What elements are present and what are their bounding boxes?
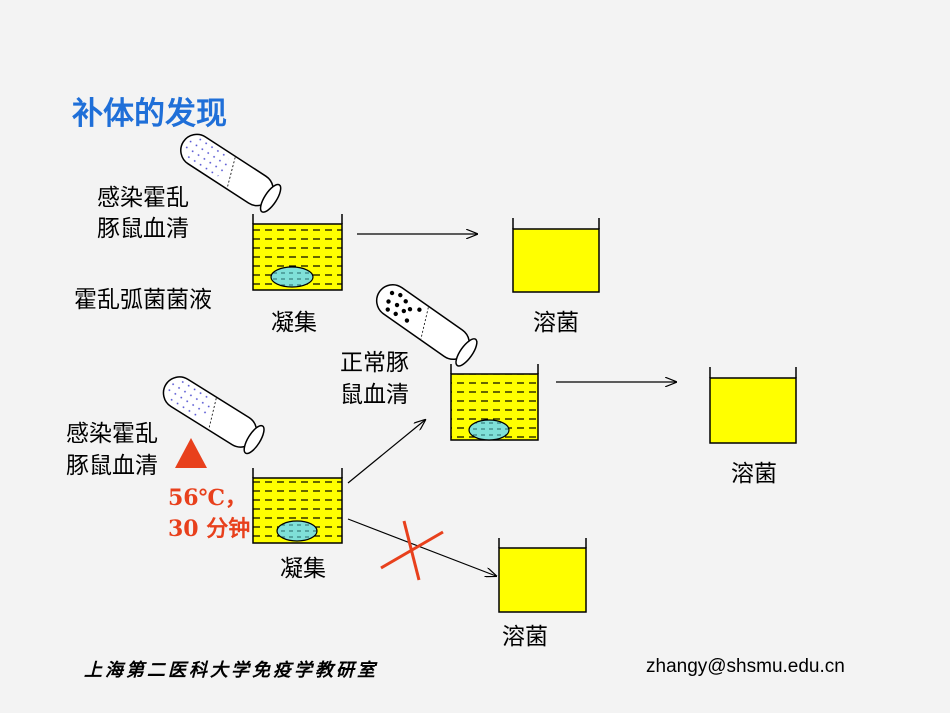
arrow-blocked (347, 518, 496, 576)
beaker-lysis-1 (512, 218, 600, 293)
arrow-to-normal-serum (347, 420, 425, 484)
test-tube-normal-serum (375, 284, 478, 367)
label-infected-serum-1-line2: 豚鼠血清 (97, 216, 189, 242)
label-infected-serum-2-line1: 感染霍乱 (66, 421, 158, 447)
label-lysis-3: 溶菌 (502, 624, 548, 650)
beaker-lysis-3 (498, 538, 587, 613)
label-heat-temperature: 56℃， (168, 485, 247, 511)
label-agglutination-2: 凝集 (280, 556, 326, 582)
label-heat-duration: 30 分钟 (168, 516, 251, 542)
label-infected-serum-1-line1: 感染霍乱 (97, 185, 189, 211)
heat-marker-triangle-icon (175, 438, 207, 468)
label-lysis-1: 溶菌 (533, 310, 579, 336)
beaker-agglutination-heated (252, 468, 343, 544)
beaker-agglutination-middle (450, 364, 539, 441)
test-tube-infected-serum-1 (180, 133, 282, 213)
label-lysis-2: 溶菌 (731, 461, 777, 487)
footer-institution: 上海第二医科大学免疫学教研室 (84, 660, 378, 681)
label-normal-serum-line1: 正常豚 (340, 350, 409, 376)
footer-email: zhangy@shsmu.edu.cn (646, 656, 845, 677)
label-infected-serum-2-line2: 豚鼠血清 (66, 453, 158, 479)
test-tube-infected-serum-2 (162, 376, 265, 455)
beaker-agglutination-1 (252, 214, 343, 291)
slide-title: 补体的发现 (72, 96, 227, 132)
label-vibrio-solution: 霍乱弧菌菌液 (74, 287, 212, 313)
label-normal-serum-line2: 鼠血清 (340, 382, 409, 408)
beaker-lysis-2 (709, 367, 797, 444)
label-agglutination-1: 凝集 (271, 310, 317, 336)
cross-mark-icon (380, 520, 444, 581)
